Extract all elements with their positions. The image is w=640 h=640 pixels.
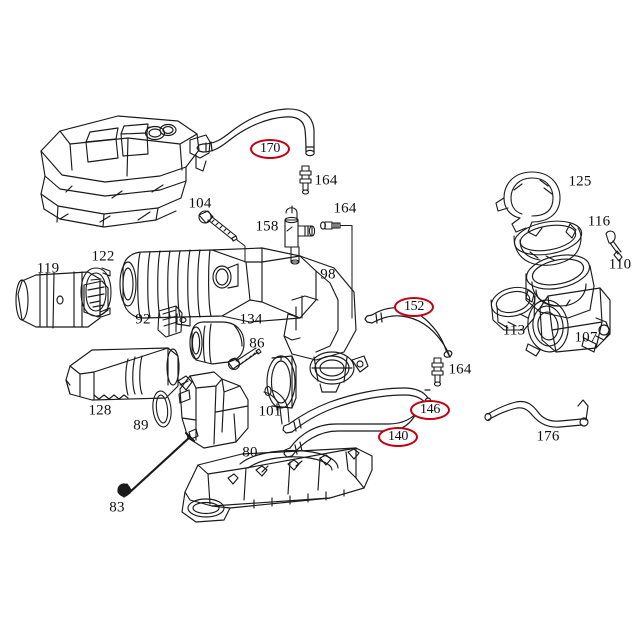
part-label-164-b: 164 [333, 200, 357, 217]
callout-146-text: 146 [419, 402, 441, 417]
part-bolt-86 [227, 347, 262, 371]
part-label-176: 176 [536, 428, 560, 445]
part-bolt-104 [198, 210, 246, 263]
part-bolt-83 [117, 483, 132, 498]
part-maf-119 [15, 271, 109, 329]
part-clip-110 [605, 230, 623, 262]
part-label-128: 128 [88, 402, 112, 419]
part-label-122: 122 [91, 248, 115, 265]
part-filter-housing-128 [65, 347, 180, 401]
part-label-164-c: 164 [448, 361, 472, 378]
part-label-101: 101 [258, 403, 282, 420]
part-label-104: 104 [188, 195, 212, 212]
part-pipe-176 [484, 399, 589, 428]
part-hose-170 [196, 108, 315, 157]
callout-170: 170 [250, 139, 290, 159]
part-label-125: 125 [568, 173, 592, 190]
part-throttle-body-107 [525, 254, 611, 357]
callout-140: 140 [378, 427, 418, 447]
part-valve-164-a [299, 165, 312, 195]
part-label-119: 119 [36, 260, 60, 277]
part-label-134: 134 [239, 311, 263, 328]
part-valve-164-b [320, 221, 353, 232]
part-label-116: 116 [587, 213, 611, 230]
part-clamp-125 [495, 171, 561, 237]
part-seal-116 [513, 220, 583, 266]
part-label-113: 113 [502, 322, 526, 339]
callout-152-text: 152 [403, 299, 425, 314]
callout-152: 152 [394, 297, 434, 317]
part-throttle-housing-80 [128, 371, 249, 494]
part-label-98: 98 [320, 266, 336, 283]
part-label-107: 107 [574, 329, 598, 346]
part-label-86: 86 [249, 335, 265, 352]
part-label-164-a: 164 [314, 172, 338, 189]
part-valve-cover [40, 115, 211, 228]
part-label-110: 110 [608, 256, 632, 273]
part-clamp-122 [80, 267, 112, 318]
part-label-89: 89 [133, 417, 149, 434]
callout-170-text: 170 [259, 141, 281, 156]
part-label-158: 158 [255, 218, 279, 235]
part-ring-101 [266, 355, 297, 411]
part-bracket-92 [157, 305, 183, 338]
part-hose-146 [282, 387, 432, 434]
part-seal-113 [490, 286, 536, 331]
callout-140-text: 140 [387, 429, 409, 444]
part-intake-manifold [181, 447, 373, 523]
part-label-80: 80 [242, 444, 258, 461]
part-hose-secondary [263, 385, 290, 425]
part-label-92: 92 [135, 311, 151, 328]
part-elbow-134 [189, 321, 245, 365]
callout-146: 146 [410, 400, 450, 420]
part-tee-158 [284, 205, 316, 265]
part-label-83: 83 [109, 499, 125, 516]
part-oring-89 [152, 390, 172, 428]
part-valve-164-c [431, 357, 444, 387]
